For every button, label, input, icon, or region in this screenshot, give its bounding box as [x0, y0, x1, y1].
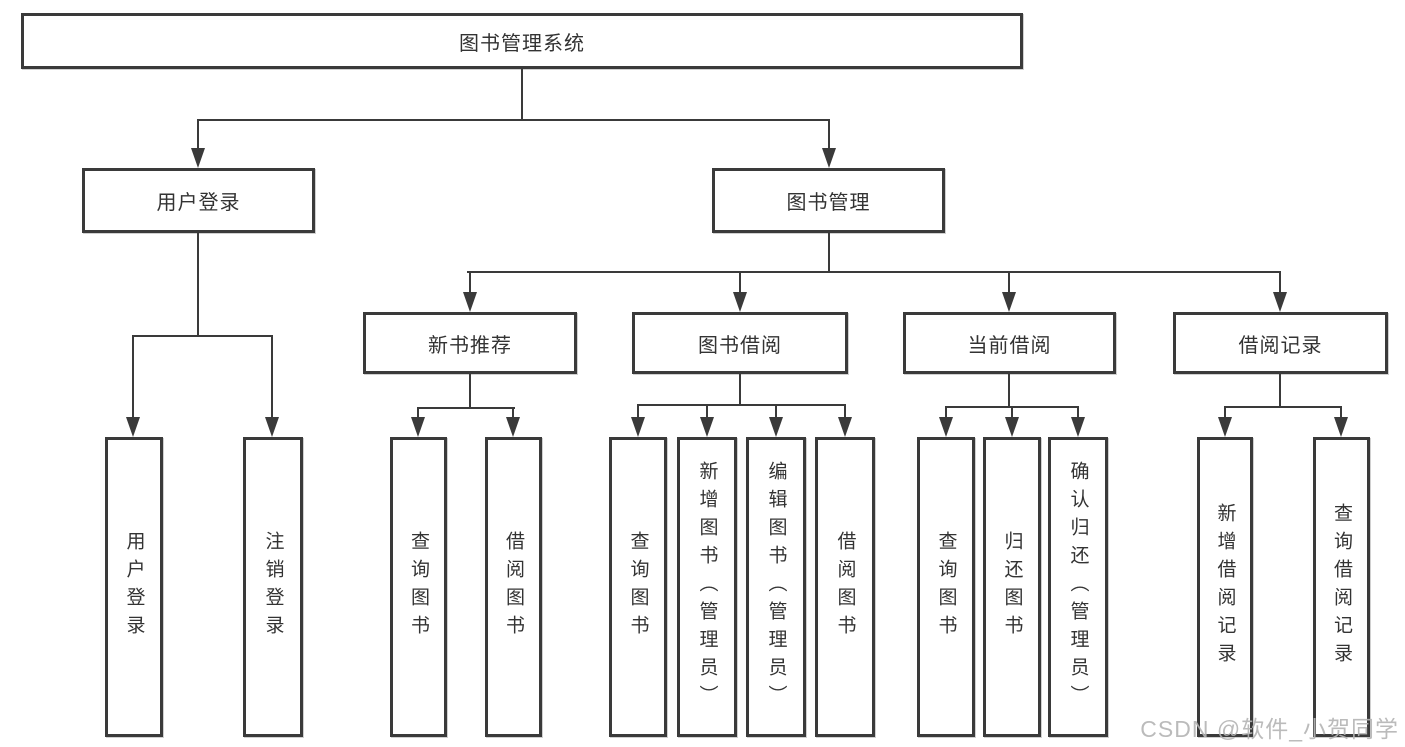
connector-borrowing-rail — [637, 404, 846, 406]
connector-stem — [775, 404, 777, 419]
arrow-down-icon — [411, 417, 425, 437]
leaf-query-books-borrowing: 查询图书 — [609, 437, 667, 737]
arrow-down-icon — [1334, 417, 1348, 437]
connector-stem — [1279, 271, 1281, 295]
arrow-down-icon — [265, 417, 279, 437]
arrow-down-icon — [631, 417, 645, 437]
arrow-down-icon — [191, 148, 205, 168]
leaf-user-login: 用户登录 — [105, 437, 163, 737]
node-user-login: 用户登录 — [82, 168, 315, 233]
arrow-down-icon — [1273, 292, 1287, 312]
arrow-down-icon — [939, 417, 953, 437]
node-current-borrowing: 当前借阅 — [903, 312, 1116, 374]
connector-user-login-drop — [197, 233, 199, 337]
arrow-down-icon — [700, 417, 714, 437]
leaf-add-books-admin: 新增图书（管理员） — [677, 437, 737, 737]
leaf-query-books-recommend: 查询图书 — [390, 437, 447, 737]
leaf-add-borrow-record: 新增借阅记录 — [1197, 437, 1253, 737]
arrow-down-icon — [463, 292, 477, 312]
connector-stem — [1340, 406, 1342, 419]
connector-stem — [1008, 271, 1010, 295]
connector-stem — [945, 406, 947, 419]
node-library-management-system: 图书管理系统 — [21, 13, 1023, 69]
node-book-borrowing: 图书借阅 — [632, 312, 848, 374]
arrow-down-icon — [126, 417, 140, 437]
connector-borrowing-drop — [739, 374, 741, 406]
leaf-query-borrow-record: 查询借阅记录 — [1313, 437, 1370, 737]
leaf-borrow-books-recommend: 借阅图书 — [485, 437, 542, 737]
connector-stem-book-management — [828, 119, 830, 151]
arrow-down-icon — [1002, 292, 1016, 312]
node-book-management: 图书管理 — [712, 168, 945, 233]
connector-records-drop — [1279, 374, 1281, 408]
connector-stem — [132, 335, 134, 419]
connector-stem — [1077, 406, 1079, 419]
arrow-down-icon — [1071, 417, 1085, 437]
connector-stem — [739, 271, 741, 295]
connector-stem — [512, 407, 514, 419]
arrow-down-icon — [769, 417, 783, 437]
leaf-logout: 注销登录 — [243, 437, 303, 737]
connector-stem — [706, 404, 708, 419]
arrow-down-icon — [1218, 417, 1232, 437]
connector-stem — [469, 271, 471, 295]
connector-level3-rail — [467, 271, 1281, 273]
connector-recommend-rail — [417, 407, 515, 409]
leaf-return-books: 归还图书 — [983, 437, 1041, 737]
connector-stem — [1011, 406, 1013, 419]
arrow-down-icon — [838, 417, 852, 437]
arrow-down-icon — [1005, 417, 1019, 437]
leaf-confirm-return-admin: 确认归还（管理员） — [1048, 437, 1108, 737]
connector-current-drop — [1008, 374, 1010, 408]
leaf-edit-books-admin: 编辑图书（管理员） — [746, 437, 806, 737]
connector-book-management-drop — [828, 233, 830, 273]
connector-stem — [637, 404, 639, 419]
connector-records-rail — [1224, 406, 1342, 408]
connector-user-login-rail — [132, 335, 273, 337]
connector-stem — [844, 404, 846, 419]
leaf-query-books-current: 查询图书 — [917, 437, 975, 737]
node-new-book-recommendation: 新书推荐 — [363, 312, 577, 374]
leaf-borrow-books: 借阅图书 — [815, 437, 875, 737]
arrow-down-icon — [733, 292, 747, 312]
connector-recommend-drop — [469, 374, 471, 409]
connector-stem — [1224, 406, 1226, 419]
connector-stem — [271, 335, 273, 419]
connector-root-drop — [521, 68, 523, 121]
csdn-watermark: CSDN @软件_小贺同学 — [1140, 716, 1399, 742]
arrow-down-icon — [822, 148, 836, 168]
connector-stem-user-login — [197, 119, 199, 151]
connector-stem — [417, 407, 419, 419]
node-borrowing-records: 借阅记录 — [1173, 312, 1388, 374]
arrow-down-icon — [506, 417, 520, 437]
connector-root-rail — [197, 119, 830, 121]
